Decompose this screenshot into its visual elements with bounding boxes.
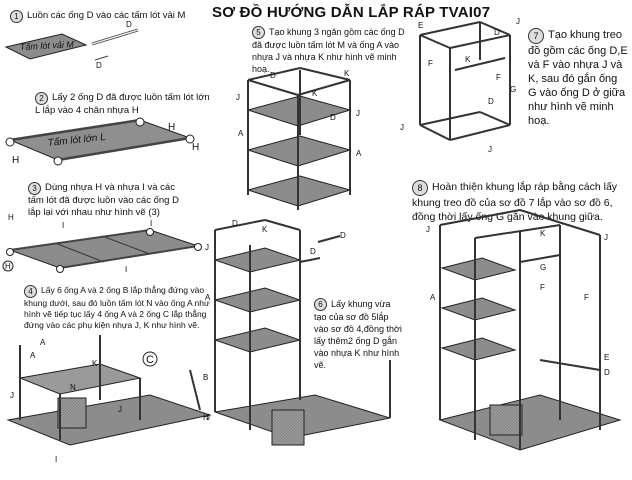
step-6-j-label-1: J — [205, 243, 209, 252]
pipe-d-label: D — [126, 20, 132, 29]
step-3-h-label: H — [5, 262, 11, 271]
step-7-j-label-2: J — [400, 123, 404, 132]
step-3-i-label-3: I — [125, 265, 127, 274]
step-4-c-label: C — [146, 354, 154, 366]
diagram-title: SƠ ĐỒ HƯỚNG DẪN LẮP RÁP TVAI07 — [212, 4, 491, 21]
step-7-d-label-1: D — [494, 28, 500, 37]
step-5-j-label-2: J — [356, 109, 360, 118]
step-1-number: 1 — [10, 10, 23, 23]
step-6-a-label: A — [205, 293, 211, 302]
foot-h-label-2: H — [192, 142, 199, 153]
step-2-drawing: Tấm lót lớn L H H H — [5, 117, 199, 166]
step-6-drawing: D D D J J K A — [205, 219, 391, 446]
step-4-k-label: K — [92, 359, 98, 368]
step-6-k-label: K — [262, 225, 268, 234]
foot-h-label-1: H — [12, 155, 19, 166]
step-4-h-label: H — [203, 413, 209, 422]
step-7-k-label: K — [465, 55, 471, 64]
step-5-d-label-2: D — [330, 113, 336, 122]
step-5-a-label-1: A — [238, 129, 244, 138]
step-8-j-label-2: J — [426, 225, 430, 234]
step-7-g-label: G — [510, 85, 516, 94]
step-8-drawing: K J J G F F D E A — [426, 209, 622, 451]
step-8-g-label: G — [540, 263, 546, 272]
step-7-d-label-2: D — [488, 97, 494, 106]
step-7-f-label-1: F — [428, 59, 433, 68]
step-7-e-label: E — [418, 21, 423, 30]
step-8-e-label: E — [604, 353, 609, 362]
step-6-description: Lấy khung vừa tạo của sơ đồ 5lắp vào sơ … — [314, 299, 402, 370]
step-5-number: 5 — [252, 26, 265, 39]
step-4-i-label: I — [55, 455, 57, 464]
step-5-a-label-2: A — [356, 149, 362, 158]
step-3-i-label-1: I — [62, 221, 64, 230]
step-8-j-label-1: J — [604, 233, 608, 242]
step-3-i-label-2: I — [150, 219, 152, 228]
foot-h-label-3: H — [168, 122, 175, 133]
step-8-f-label-2: F — [584, 293, 589, 302]
sheet-m-panel — [4, 33, 88, 60]
step-7-drawing: J J J K D D E F F G — [400, 17, 520, 154]
step-4-a-label-1: A — [40, 338, 46, 347]
step-4-j-label-2: J — [118, 405, 122, 414]
step-4-n-label: N — [70, 383, 76, 392]
step-1-drawing: Tấm lót vải M D D — [4, 20, 139, 70]
step-4-description: Lấy 6 ống A và 2 ống B lắp thẳng đứng và… — [24, 285, 210, 330]
step-5-drawing: K K J J A A D D — [236, 67, 362, 210]
step-5-k-label-1: K — [312, 89, 318, 98]
step-4-b-label: B — [203, 373, 208, 382]
step-7-j-label-3: J — [488, 145, 492, 154]
step-8-d-label: D — [604, 368, 610, 377]
step-4-drawing: C K A A J J N B H I — [6, 335, 212, 464]
step-6-d-label-3: D — [310, 247, 316, 256]
step-7-j-label-1: J — [516, 17, 520, 26]
step-3-h-label-2: H — [8, 213, 14, 222]
step-7-f-label-2: F — [496, 73, 501, 82]
step-1-description: Luồn các ống D vào các tấm lót vải M — [27, 10, 186, 21]
step-3-description: Dùng nhựa H và nhựa I và các tấm lót đã … — [28, 182, 179, 218]
step-7-description: Tạo khung treo đồ gồm các ống D,E và F v… — [528, 29, 628, 127]
step-5-description: Tạo khung 3 ngăn gồm các ống D đã được l… — [252, 27, 405, 74]
pipe-d-label-2: D — [96, 61, 102, 70]
step-4-j-label-1: J — [10, 391, 14, 400]
step-5-j-label-1: J — [236, 93, 240, 102]
step-5-k-label-2: K — [344, 69, 350, 78]
step-8-f-label-1: F — [540, 283, 545, 292]
step-8-a-label: A — [430, 293, 436, 302]
step-6-d-label-2: D — [340, 231, 346, 240]
sheet-m-label: Tấm lót vải M — [20, 39, 75, 52]
step-5-d-label-1: D — [270, 71, 276, 80]
step-3-drawing: H I I H I — [2, 213, 202, 274]
step-4-a-label-2: A — [30, 351, 36, 360]
step-1-text: 1 Luồn các ống D vào các tấm lót vải M — [10, 10, 210, 23]
step-2-description: Lấy 2 ống D đã được luồn tấm lót lớn L l… — [35, 92, 210, 116]
step-6-d-label-1: D — [232, 219, 238, 228]
step-6-j-label-2: J — [206, 413, 210, 422]
step-8-k-label: K — [540, 229, 546, 238]
